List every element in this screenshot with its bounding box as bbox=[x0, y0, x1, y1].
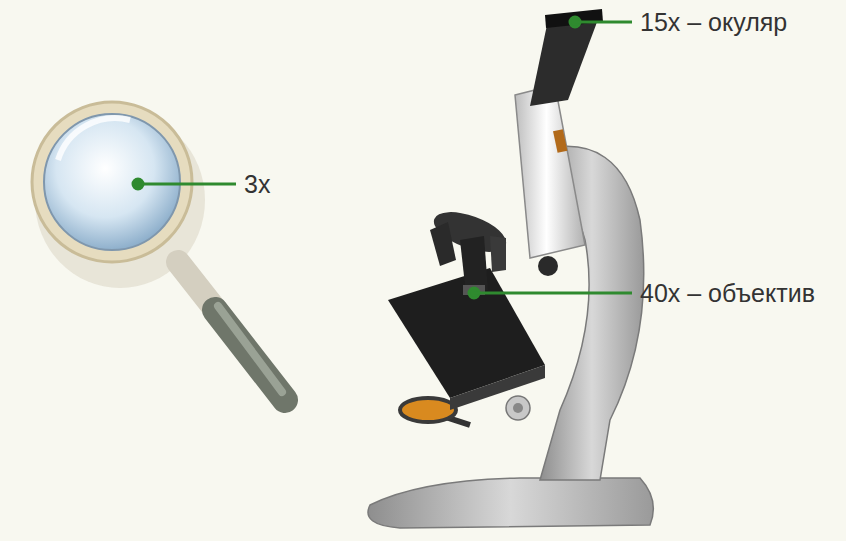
callout-label: 15x – окуляр bbox=[640, 10, 787, 35]
microscope bbox=[368, 9, 653, 528]
magnifier bbox=[32, 102, 285, 400]
callout-label: 40x – объектив bbox=[640, 281, 815, 306]
callout-label: 3x bbox=[244, 172, 270, 197]
leader-lines bbox=[133, 17, 632, 298]
